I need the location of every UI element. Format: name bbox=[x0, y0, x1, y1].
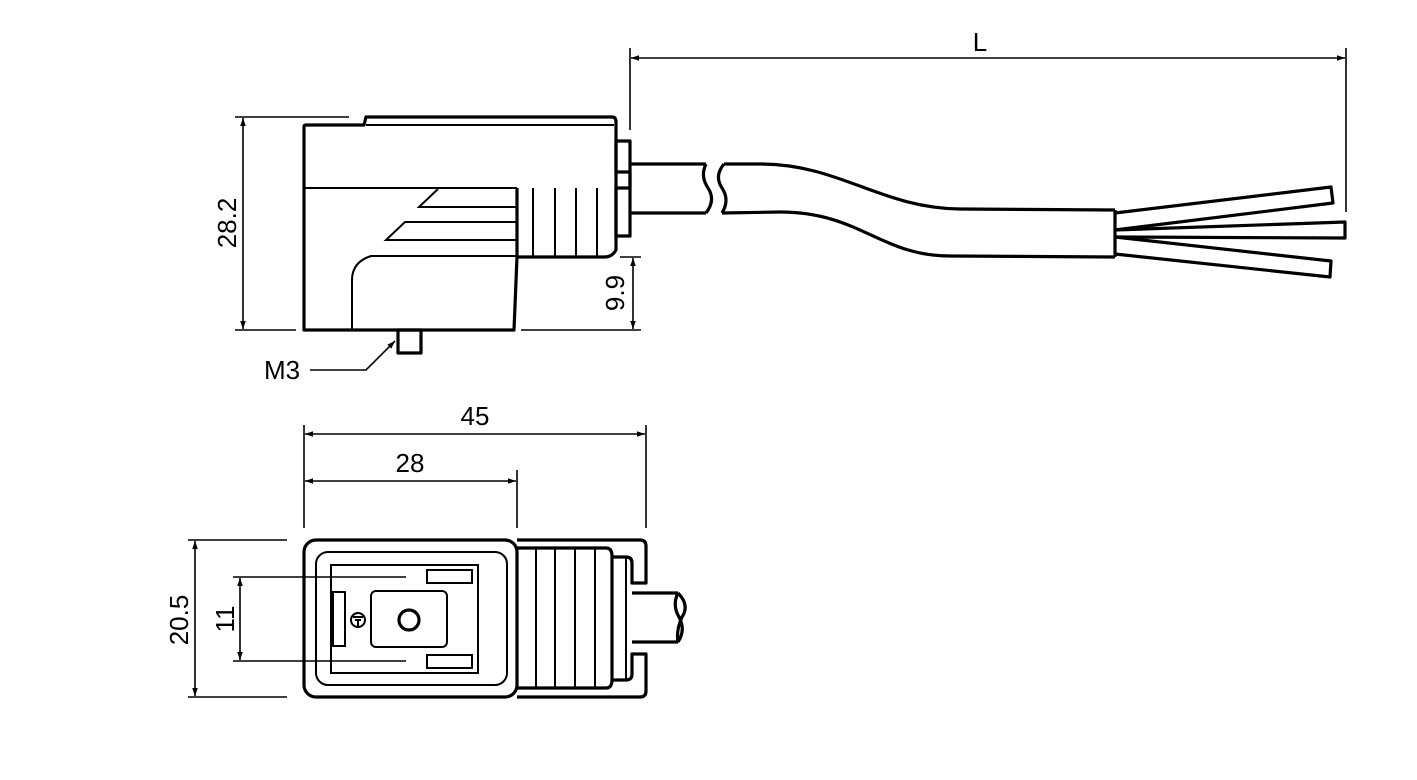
wire-1 bbox=[1114, 185, 1335, 232]
m3-stud bbox=[396, 328, 423, 355]
pin-1 bbox=[426, 569, 473, 584]
pin-2 bbox=[426, 654, 473, 669]
ribs bbox=[532, 188, 598, 257]
wire-2 bbox=[1114, 220, 1347, 240]
screw-hole bbox=[397, 608, 421, 632]
thread-label: M3 bbox=[264, 355, 300, 385]
dim-offset-label: 9.9 bbox=[600, 275, 630, 311]
front-view: 45 28 20.5 bbox=[164, 401, 687, 699]
connector-face bbox=[302, 538, 519, 699]
connector-body-side bbox=[302, 115, 632, 355]
ground-contact bbox=[332, 591, 346, 647]
cable-side bbox=[630, 162, 1347, 279]
dim-depth-label: 20.5 bbox=[164, 595, 194, 646]
dim-height-label: 28.2 bbox=[212, 198, 242, 249]
dim-l-label: L bbox=[973, 27, 987, 57]
wire-3 bbox=[1114, 235, 1333, 279]
dim-width-overall-label: 45 bbox=[461, 401, 490, 431]
side-view: L 28.2 9.9 M3 bbox=[212, 27, 1347, 385]
ground-icon bbox=[350, 612, 366, 628]
dim-pin-spacing-label: 11 bbox=[210, 606, 240, 633]
dim-width-body-label: 28 bbox=[396, 448, 425, 478]
